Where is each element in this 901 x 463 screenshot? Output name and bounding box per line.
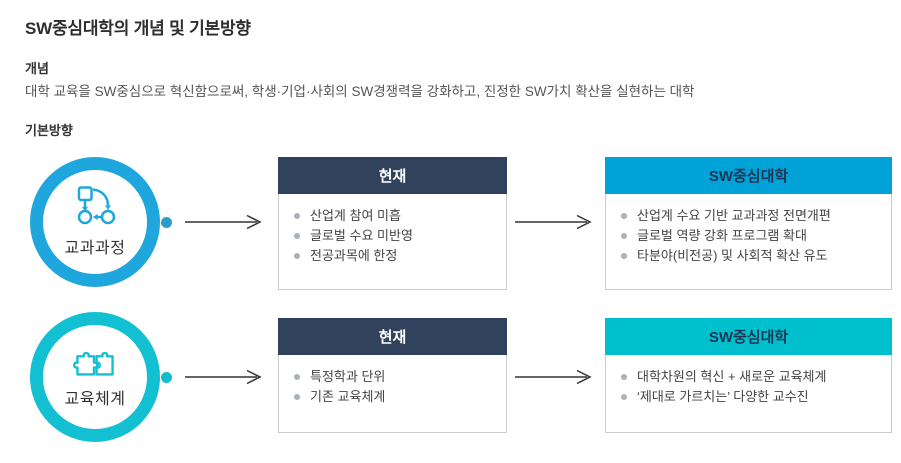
list-item: 글로벌 역량 강화 프로그램 확대: [621, 226, 876, 246]
list-item: 산업계 수요 기반 교과과정 전면개편: [621, 206, 876, 226]
bullet-dot-icon: [621, 253, 627, 259]
current-box-curriculum: 현재 산업계 참여 미흡 글로벌 수요 미반영 전공과목에 한정: [278, 157, 507, 290]
list-item-text: 대학차원의 혁신 + 새로운 교육체계: [637, 369, 827, 384]
list-item-text: 글로벌 역량 강화 프로그램 확대: [637, 228, 807, 243]
list-item: 글로벌 수요 미반영: [294, 226, 491, 246]
workflow-icon: [72, 186, 118, 231]
right-arrow-icon: [185, 369, 262, 385]
list-item-text: 글로벌 수요 미반영: [310, 228, 413, 243]
list-item-text: 산업계 수요 기반 교과과정 전면개편: [637, 208, 831, 223]
connector-dot: [161, 217, 172, 228]
direction-label: 기본방향: [25, 123, 73, 138]
category-label-edu-system: 교육체계: [64, 391, 126, 408]
list-item: 특정학과 단위: [294, 367, 491, 387]
current-box-edu-system: 현재 특정학과 단위 기존 교육체계: [278, 318, 507, 433]
list-item: 기존 교육체계: [294, 387, 491, 407]
category-circle-edu-system: 교육체계: [30, 312, 160, 442]
list-item: 전공과목에 한정: [294, 246, 491, 266]
list-item-text: ‘제대로 가르치는’ 다양한 교수진: [637, 389, 809, 404]
category-label-curriculum: 교과과정: [64, 240, 126, 257]
puzzle-icon: [72, 345, 118, 382]
list-item-text: 타분야(비전공) 및 사회적 확산 유도: [637, 248, 828, 263]
list-item: 타분야(비전공) 및 사회적 확산 유도: [621, 246, 876, 266]
future-box-body: 대학차원의 혁신 + 새로운 교육체계 ‘제대로 가르치는’ 다양한 교수진: [605, 355, 892, 433]
right-arrow-icon: [515, 369, 592, 385]
current-box-header: 현재: [278, 318, 507, 355]
bullet-dot-icon: [621, 233, 627, 239]
bullet-dot-icon: [294, 213, 300, 219]
list-item-text: 특정학과 단위: [310, 369, 386, 384]
future-box-header: SW중심대학: [605, 157, 892, 194]
future-box-edu-system: SW중심대학 대학차원의 혁신 + 새로운 교육체계 ‘제대로 가르치는’ 다양…: [605, 318, 892, 433]
bullet-dot-icon: [621, 374, 627, 380]
concept-label: 개념: [25, 61, 49, 76]
future-box-curriculum: SW중심대학 산업계 수요 기반 교과과정 전면개편 글로벌 역량 강화 프로그…: [605, 157, 892, 290]
bullet-dot-icon: [294, 374, 300, 380]
future-box-body: 산업계 수요 기반 교과과정 전면개편 글로벌 역량 강화 프로그램 확대 타분…: [605, 194, 892, 290]
bullet-dot-icon: [621, 394, 627, 400]
bullet-dot-icon: [294, 233, 300, 239]
list-item-text: 산업계 참여 미흡: [310, 208, 401, 223]
current-box-header: 현재: [278, 157, 507, 194]
right-arrow-icon: [185, 214, 262, 230]
list-item-text: 기존 교육체계: [310, 389, 386, 404]
concept-description: 대학 교육을 SW중심으로 혁신함으로써, 학생·기업·사회의 SW경쟁력을 강…: [25, 84, 695, 99]
connector-dot: [161, 372, 172, 383]
future-box-header: SW중심대학: [605, 318, 892, 355]
page-title: SW중심대학의 개념 및 기본방향: [25, 19, 251, 38]
bullet-dot-icon: [621, 213, 627, 219]
bullet-dot-icon: [294, 253, 300, 259]
current-box-body: 산업계 참여 미흡 글로벌 수요 미반영 전공과목에 한정: [278, 194, 507, 290]
current-box-body: 특정학과 단위 기존 교육체계: [278, 355, 507, 433]
bullet-dot-icon: [294, 394, 300, 400]
list-item: 산업계 참여 미흡: [294, 206, 491, 226]
category-circle-curriculum: 교과과정: [30, 157, 160, 287]
list-item: 대학차원의 혁신 + 새로운 교육체계: [621, 367, 876, 387]
list-item: ‘제대로 가르치는’ 다양한 교수진: [621, 387, 876, 407]
right-arrow-icon: [515, 214, 592, 230]
list-item-text: 전공과목에 한정: [310, 248, 398, 263]
